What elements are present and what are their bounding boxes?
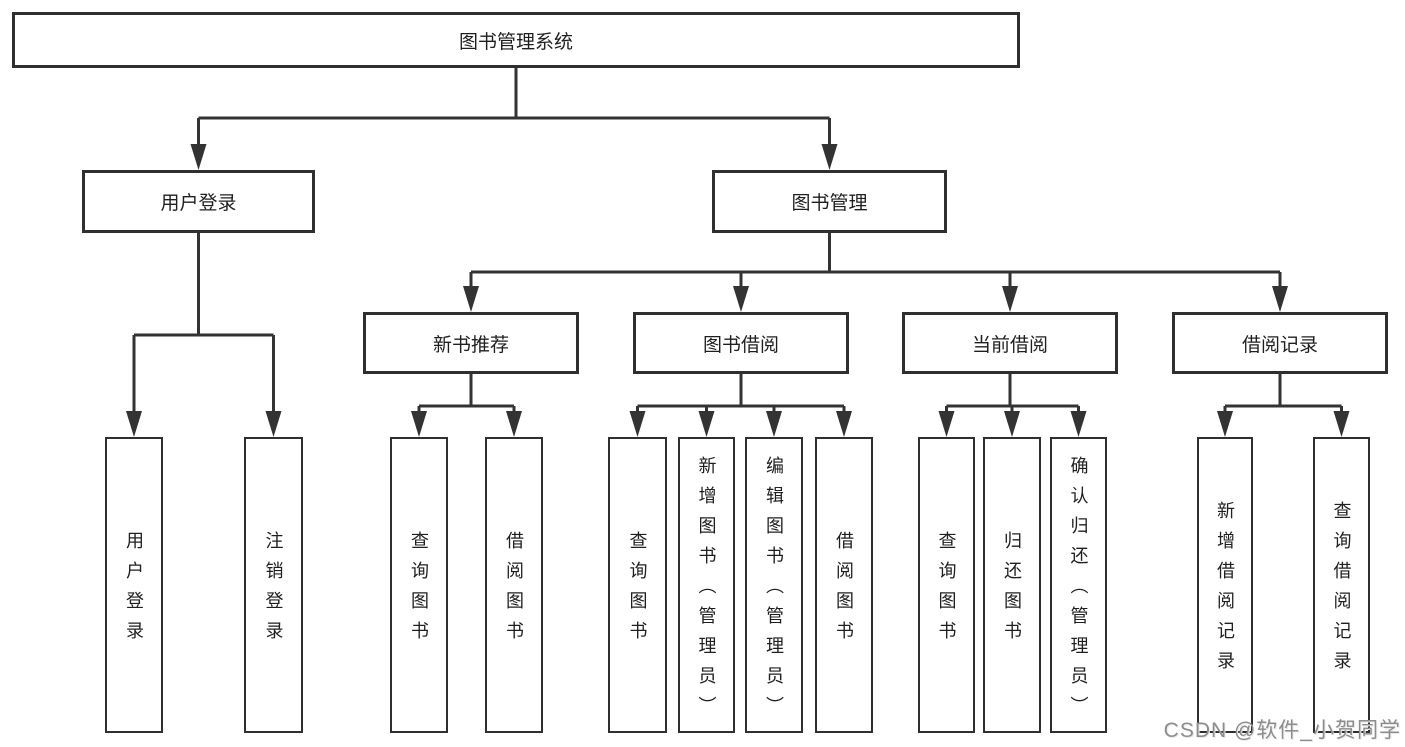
node-label: 新书推荐 — [432, 334, 509, 356]
arrowhead — [938, 411, 955, 437]
node-book-mgmt: 图书管理 — [712, 170, 947, 233]
arrowhead — [1217, 411, 1233, 437]
arrowhead — [463, 286, 479, 312]
arrowhead — [821, 144, 838, 170]
arrowhead — [190, 144, 207, 170]
arrowhead — [265, 411, 282, 437]
node-label: 查询图书 — [936, 531, 957, 651]
arrowhead — [1272, 286, 1288, 312]
node-leaf-query-borrow-record: 查询借阅记录 — [1313, 437, 1370, 733]
node-leaf-add-book-admin: 新增图书（管理员） — [678, 437, 735, 733]
node-label: 编辑图书（管理员） — [764, 456, 784, 726]
node-label: 图书管理系统 — [458, 31, 573, 53]
arrowhead — [733, 286, 749, 312]
node-leaf-query-book-3: 查询图书 — [918, 437, 975, 733]
node-current-borrow: 当前借阅 — [902, 312, 1118, 374]
node-label: 确认归还（管理员） — [1068, 456, 1089, 726]
node-leaf-add-borrow-record: 新增借阅记录 — [1197, 437, 1253, 733]
node-leaf-return-book: 归还图书 — [983, 437, 1041, 733]
arrowhead — [506, 411, 522, 437]
node-leaf-logout: 注销登录 — [244, 437, 303, 733]
node-label: 借阅图书 — [834, 531, 854, 651]
arrowhead — [629, 411, 646, 437]
arrowhead — [766, 411, 782, 437]
node-label: 新增图书（管理员） — [696, 456, 717, 726]
arrowhead — [411, 411, 427, 437]
arrowhead — [1070, 411, 1087, 437]
node-root: 图书管理系统 — [12, 12, 1020, 68]
node-new-book-rec: 新书推荐 — [363, 312, 579, 374]
arrowhead — [698, 411, 715, 437]
node-label: 注销登录 — [263, 531, 284, 651]
node-leaf-user-login: 用户登录 — [105, 437, 163, 733]
node-label: 图书借阅 — [702, 334, 779, 356]
arrowhead — [126, 411, 142, 437]
arrowhead — [836, 411, 852, 437]
node-label: 图书管理 — [791, 193, 868, 214]
node-label: 借阅记录 — [1241, 334, 1318, 356]
arrowhead — [1004, 411, 1020, 437]
watermark: CSDN @软件_小贺同学 — [1163, 719, 1401, 742]
node-label: 当前借阅 — [971, 334, 1048, 356]
node-leaf-edit-book-admin: 编辑图书（管理员） — [745, 437, 803, 733]
node-leaf-borrow-book-1: 借阅图书 — [485, 437, 543, 733]
node-leaf-confirm-return-admin: 确认归还（管理员） — [1050, 437, 1107, 733]
node-label: 借阅图书 — [504, 531, 524, 651]
node-user-login: 用户登录 — [82, 170, 315, 233]
node-leaf-query-book-2: 查询图书 — [608, 437, 667, 733]
node-label: 查询借阅记录 — [1331, 501, 1352, 681]
node-label: 归还图书 — [1002, 531, 1022, 651]
node-borrow-records: 借阅记录 — [1172, 312, 1388, 374]
node-label: 用户登录 — [160, 193, 237, 214]
node-label: 用户登录 — [124, 531, 144, 651]
arrowhead — [1333, 411, 1350, 437]
node-book-borrow: 图书借阅 — [633, 312, 849, 374]
node-label: 新增借阅记录 — [1215, 501, 1235, 681]
arrowhead — [1002, 286, 1018, 312]
node-label: 查询图书 — [409, 531, 429, 651]
node-leaf-borrow-book-2: 借阅图书 — [815, 437, 873, 733]
node-leaf-query-book-1: 查询图书 — [390, 437, 448, 733]
node-label: 查询图书 — [627, 531, 648, 651]
